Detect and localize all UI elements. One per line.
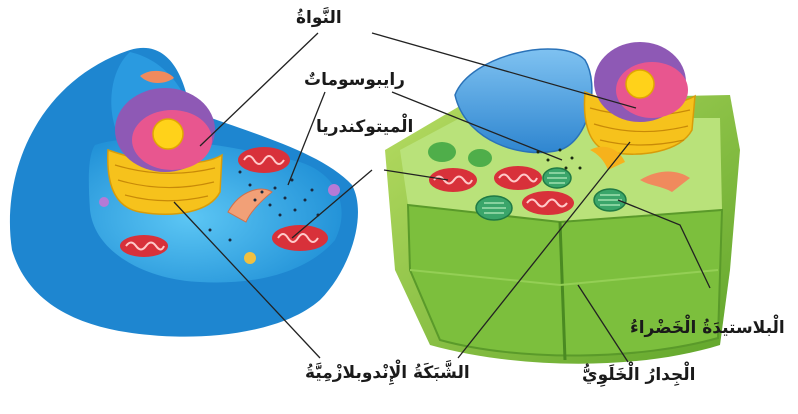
plant-mitochondrion	[429, 168, 477, 192]
animal-vesicle	[99, 197, 109, 207]
animal-vesicle	[328, 184, 340, 196]
plant-cell	[385, 42, 740, 364]
nucleus-leader-animal	[200, 33, 318, 146]
animal-cell	[10, 48, 358, 337]
label-mitochondria: الْميتوكندريا	[316, 117, 413, 137]
animal-mitochondrion	[238, 147, 290, 173]
plant-mitochondrion	[522, 191, 574, 215]
plant-vesicle	[428, 142, 456, 162]
plant-nucleolus	[626, 70, 654, 98]
animal-nucleus	[108, 88, 222, 214]
label-chloroplast: الْبلاستيدَةُ الْخَضْراءُ	[630, 318, 785, 338]
label-endoplasmic-reticulum: الشَّبَكَةُ الْإِنْدوبلازْمِيَّةُ	[305, 363, 470, 383]
plant-mitochondrion	[494, 166, 542, 190]
chloroplast	[476, 196, 512, 220]
chloroplast	[543, 168, 571, 188]
label-ribosomes: رايبوسوماتٌ	[304, 70, 405, 90]
animal-nucleolus	[153, 119, 183, 149]
label-cell-wall: الْجِدارُ الْخَلَوِيُّ	[582, 365, 695, 385]
animal-mitochondrion	[272, 225, 328, 251]
label-nucleus: النَّواةُ	[296, 8, 342, 28]
animal-mitochondrion	[120, 235, 168, 257]
plant-vesicle	[468, 149, 492, 167]
chloroplast	[594, 189, 626, 211]
animal-vesicle	[244, 252, 256, 264]
